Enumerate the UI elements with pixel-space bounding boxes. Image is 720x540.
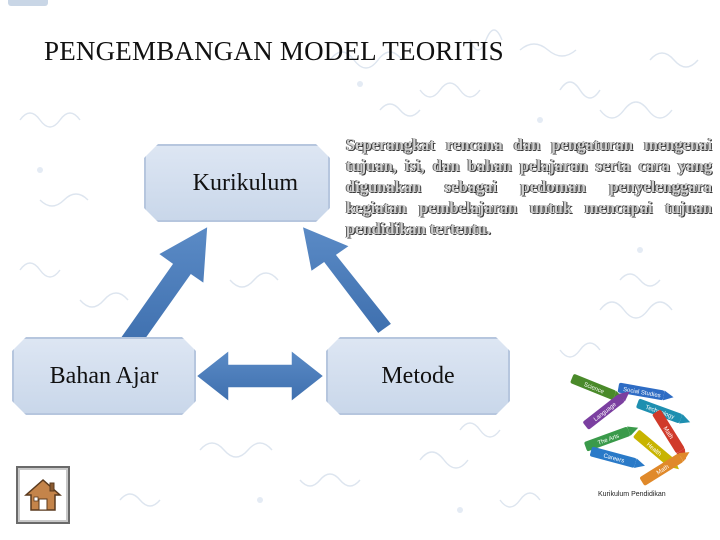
home-icon	[24, 478, 62, 511]
crayon-careers: Careers	[590, 446, 645, 469]
brand-mark	[8, 0, 48, 6]
crayon-the-arts: The Arts	[584, 426, 639, 452]
crayon-label: Careers	[603, 453, 625, 464]
slide-title: PENGEMBANGAN MODEL TEORITIS	[44, 36, 504, 66]
node-metode-label: Metode	[381, 362, 455, 389]
node-kurikulum-label: Kurikulum	[192, 169, 298, 196]
node-metode: Metode	[326, 337, 510, 415]
node-kurikulum: Kurikulum	[144, 144, 330, 222]
home-button[interactable]	[16, 466, 70, 524]
illustration-caption: Kurikulum Pendidikan	[598, 491, 666, 498]
node-bahan-ajar: Bahan Ajar	[12, 337, 196, 415]
node-bahan-ajar-label: Bahan Ajar	[49, 362, 159, 389]
kurikulum-definition: Seperangkat rencana dan pengaturan menge…	[346, 135, 712, 238]
